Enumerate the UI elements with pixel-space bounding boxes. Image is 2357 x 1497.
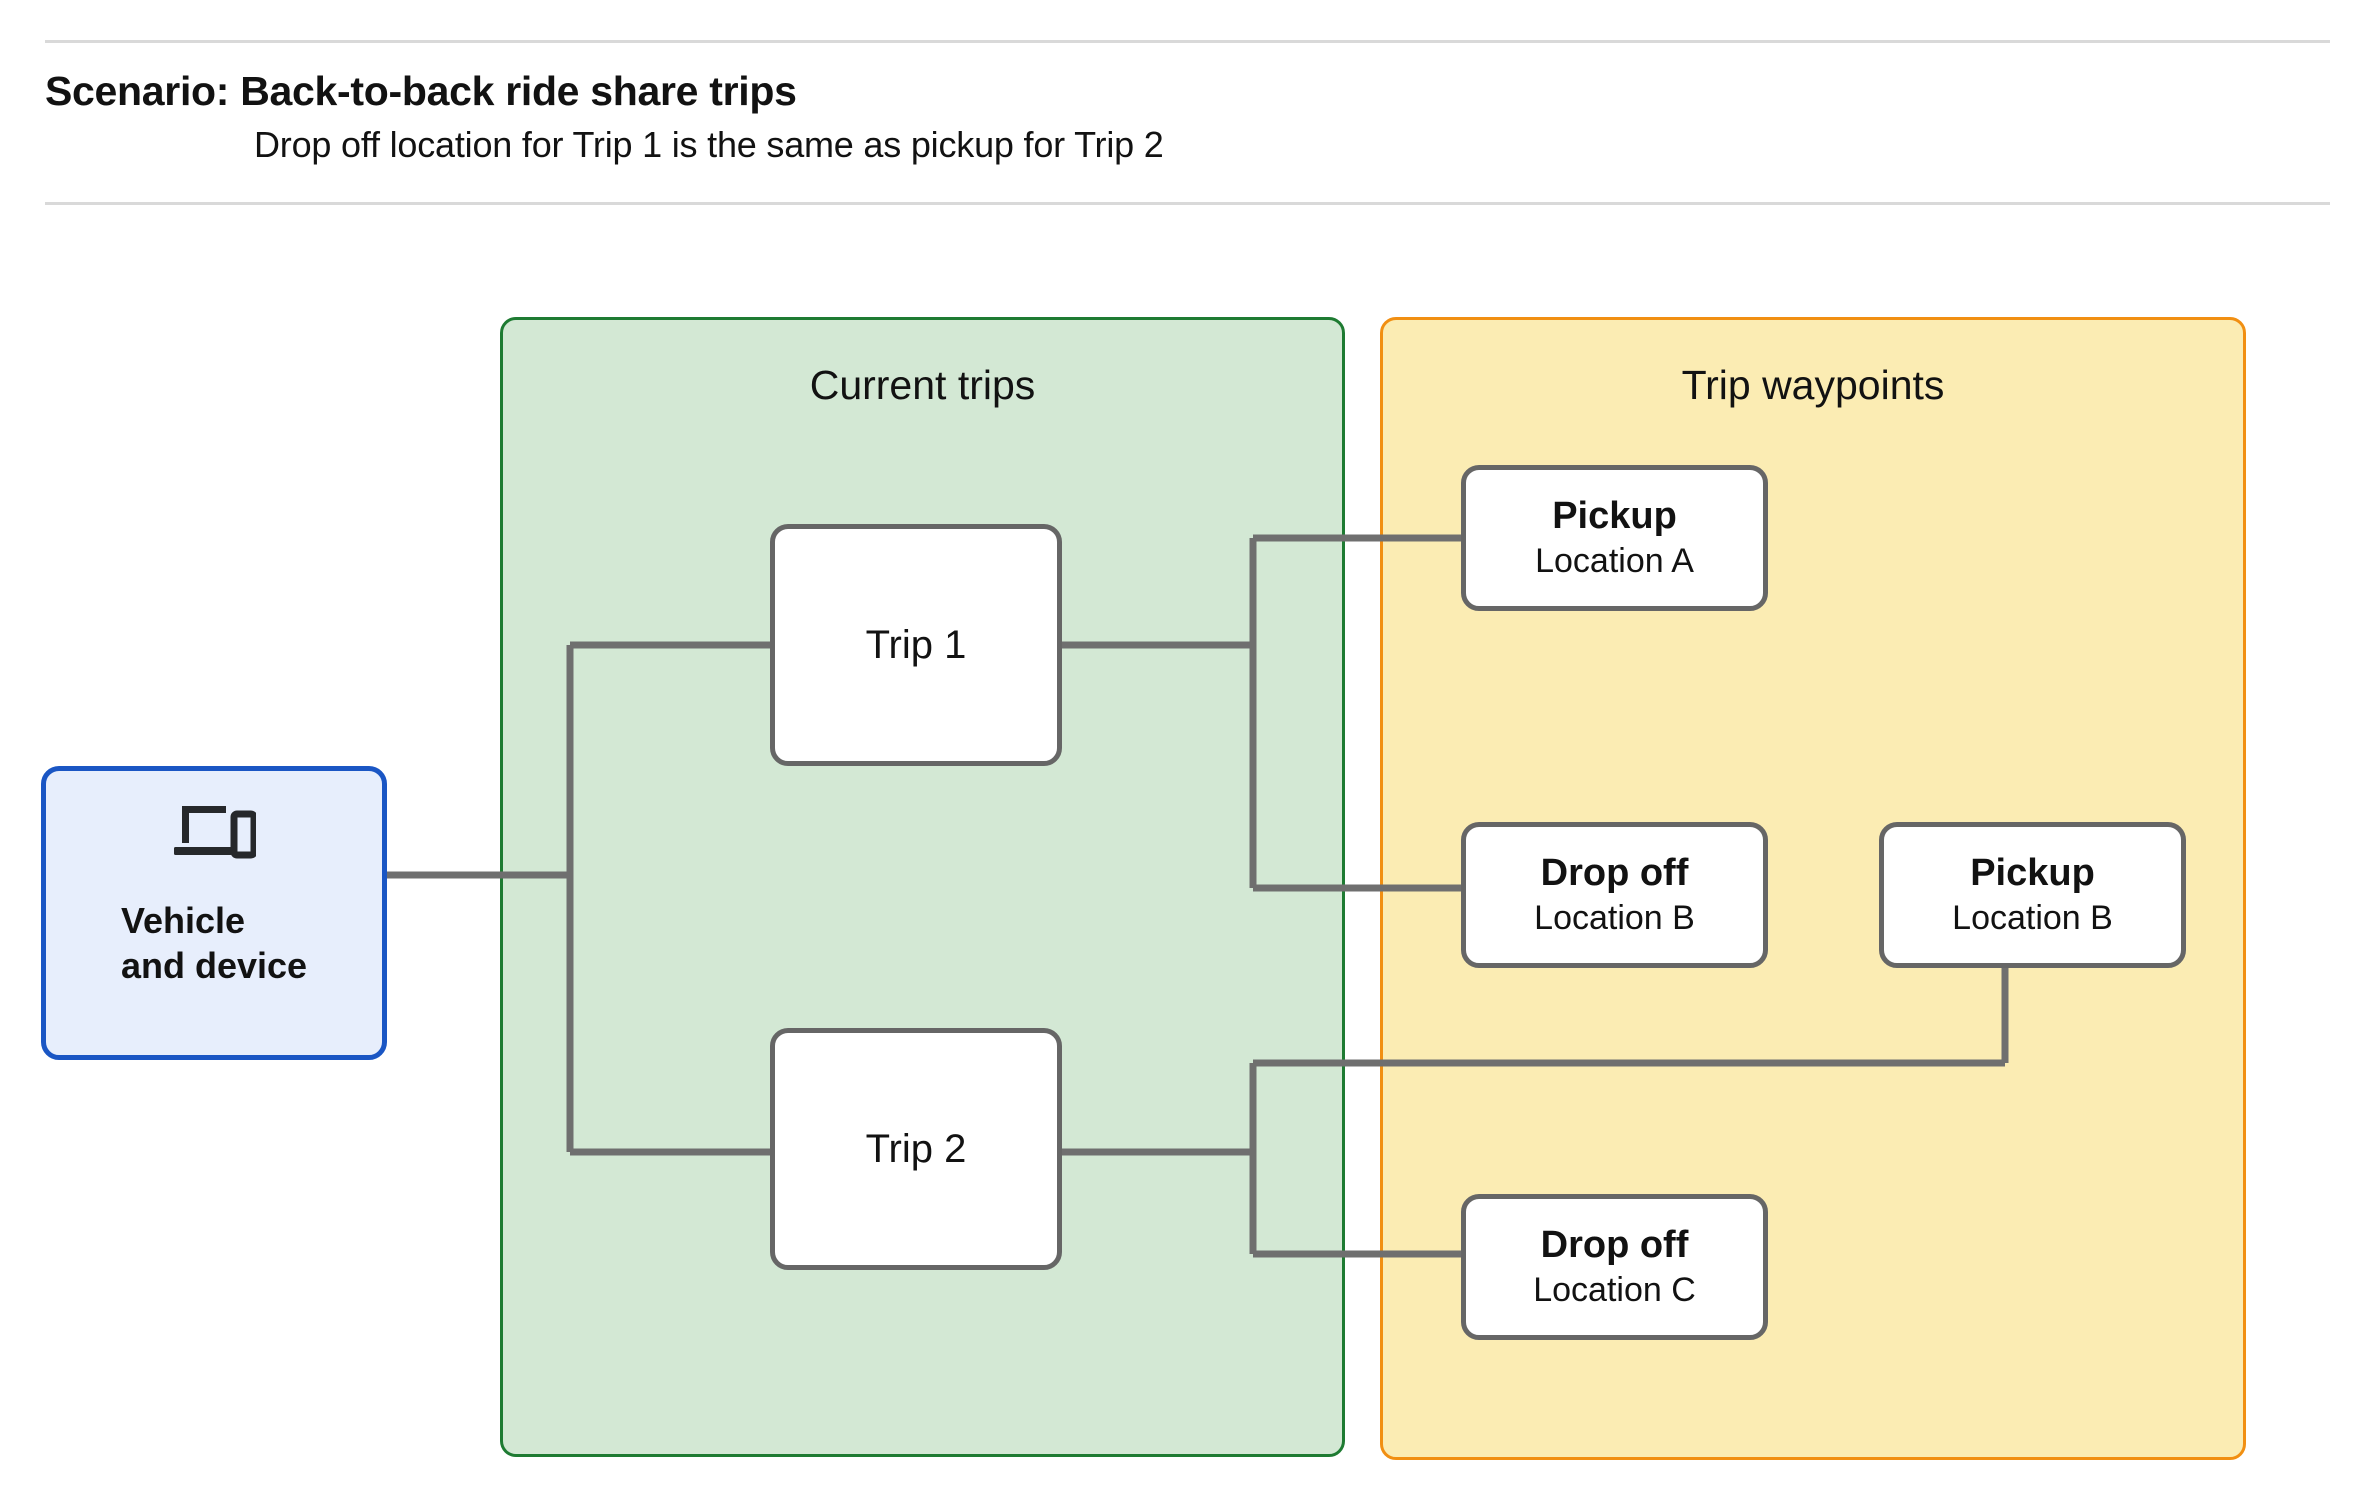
node-trip-1[interactable]: Trip 1 — [770, 524, 1062, 766]
node-waypoint-dropoff-c[interactable]: Drop off Location C — [1461, 1194, 1768, 1340]
node-waypoint-pickup-a[interactable]: Pickup Location A — [1461, 465, 1768, 611]
waypoint-type: Drop off — [1540, 851, 1689, 894]
node-trip-1-label: Trip 1 — [865, 622, 967, 667]
node-vehicle-label: Vehicle and device — [120, 900, 308, 986]
waypoint-location: Location B — [1952, 899, 2113, 938]
header-divider-bottom — [45, 202, 2330, 205]
node-trip-2-label: Trip 2 — [865, 1126, 967, 1171]
page-title: Scenario: Back-to-back ride share trips — [45, 68, 797, 114]
group-current-trips-title: Current trips — [809, 362, 1036, 408]
devices-icon — [172, 800, 258, 864]
node-vehicle-and-device[interactable]: Vehicle and device — [41, 766, 387, 1060]
waypoint-location: Location A — [1535, 542, 1694, 581]
node-waypoint-dropoff-b[interactable]: Drop off Location B — [1461, 822, 1768, 968]
page-subtitle: Drop off location for Trip 1 is the same… — [254, 124, 1164, 165]
header-divider-top — [45, 40, 2330, 43]
waypoint-location: Location B — [1534, 899, 1695, 938]
waypoint-type: Pickup — [1552, 494, 1677, 537]
waypoint-type: Drop off — [1540, 1223, 1689, 1266]
waypoint-type: Pickup — [1970, 851, 2095, 894]
group-current-trips: Current trips — [500, 317, 1345, 1457]
waypoint-location: Location C — [1533, 1271, 1696, 1310]
node-waypoint-pickup-b[interactable]: Pickup Location B — [1879, 822, 2186, 968]
group-trip-waypoints-title: Trip waypoints — [1681, 362, 1945, 408]
node-trip-2[interactable]: Trip 2 — [770, 1028, 1062, 1270]
